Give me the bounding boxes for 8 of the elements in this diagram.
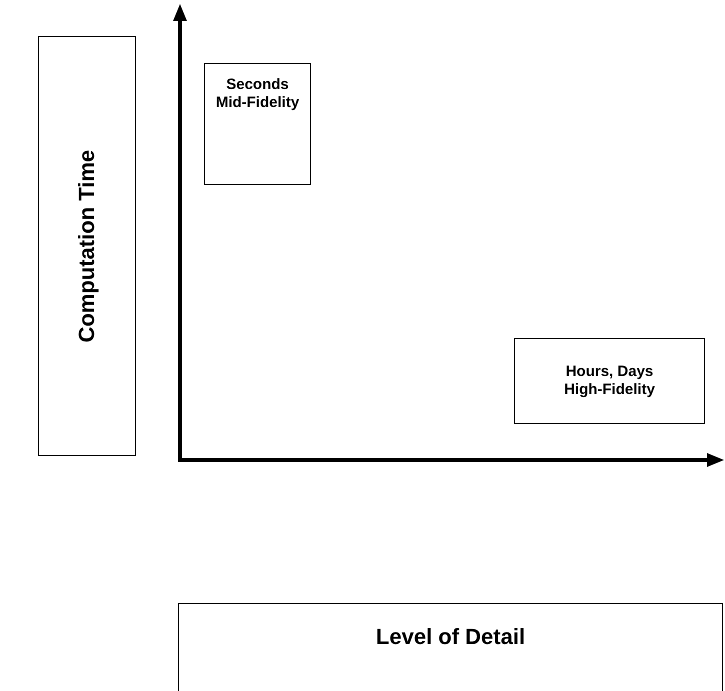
- box-label: Hours, Days High-Fidelity: [563, 363, 656, 399]
- label-box: [204, 63, 311, 185]
- label-box: [178, 603, 723, 691]
- label-box: [514, 338, 705, 424]
- box-label: Computation Time: [74, 150, 100, 342]
- box-label: Level of Detail: [376, 624, 526, 650]
- box-label: Seconds Mid-Fidelity: [214, 76, 300, 112]
- label-box: [38, 36, 136, 456]
